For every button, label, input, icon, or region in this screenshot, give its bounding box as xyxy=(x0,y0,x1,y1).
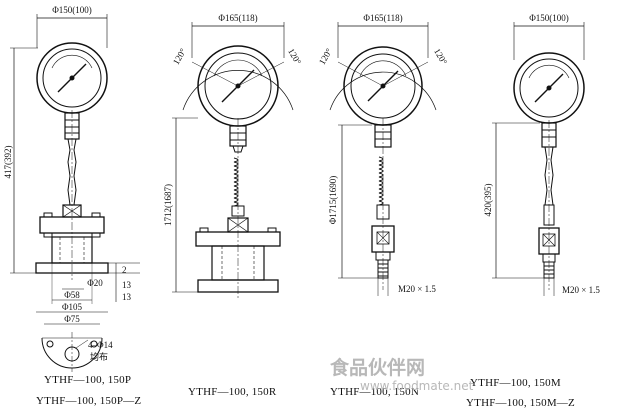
fig-r-height: 1712(1687) xyxy=(163,184,173,226)
fig-p-dim-d75: Φ75 xyxy=(64,314,80,324)
fig-n-caption: YTHF—100, 150N xyxy=(330,386,419,398)
fig-r-caption: YTHF—100, 150R xyxy=(188,386,277,398)
fig-p-dim-even: 均布 xyxy=(90,351,108,362)
fig-p-side-13a: 13 xyxy=(122,280,132,290)
watermark-url: www.foodmate.net xyxy=(360,379,474,393)
fig-m-height: 420(395) xyxy=(483,184,493,217)
fig-n-thread: M20 × 1.5 xyxy=(398,284,436,294)
figure-n xyxy=(329,22,437,296)
fig-p-dim-d58: Φ58 xyxy=(64,290,80,300)
watermark-cn: 食品伙伴网 xyxy=(330,356,425,379)
fig-m-caption-1: YTHF—100, 150M xyxy=(470,377,561,389)
fig-p-caption-2: YTHF—100, 150P—Z xyxy=(36,395,141,407)
fig-n-height: Φ1715(1690) xyxy=(328,176,338,225)
fig-p-height: 417(392) xyxy=(3,146,13,179)
fig-r-angle-right: 120° xyxy=(286,47,303,67)
fig-p-dim-holes: 4–Φ14 xyxy=(88,340,113,350)
fig-p-top-diameter: Φ150(100) xyxy=(52,5,92,15)
fig-p-dim-d105: Φ105 xyxy=(62,302,83,312)
fig-r-angle-left: 120° xyxy=(171,46,188,66)
fig-p-side-13b: 13 xyxy=(122,292,132,302)
figure-p xyxy=(10,14,140,372)
figure-m xyxy=(492,22,585,296)
figure-r xyxy=(172,22,294,300)
fig-n-angle-left: 120° xyxy=(317,46,334,66)
fig-p-caption-1: YTHF—100, 150P xyxy=(44,374,131,386)
fig-n-angle-right: 120° xyxy=(432,47,449,67)
fig-p-side-2: 2 xyxy=(122,265,127,275)
fig-n-top-diameter: Φ165(118) xyxy=(363,13,402,23)
fig-m-top-diameter: Φ150(100) xyxy=(529,13,569,23)
fig-r-top-diameter: Φ165(118) xyxy=(218,13,257,23)
fig-p-dim-d20: Φ20 xyxy=(87,278,103,288)
fig-m-caption-2: YTHF—100, 150M—Z xyxy=(466,397,575,409)
fig-m-thread: M20 × 1.5 xyxy=(562,285,600,295)
